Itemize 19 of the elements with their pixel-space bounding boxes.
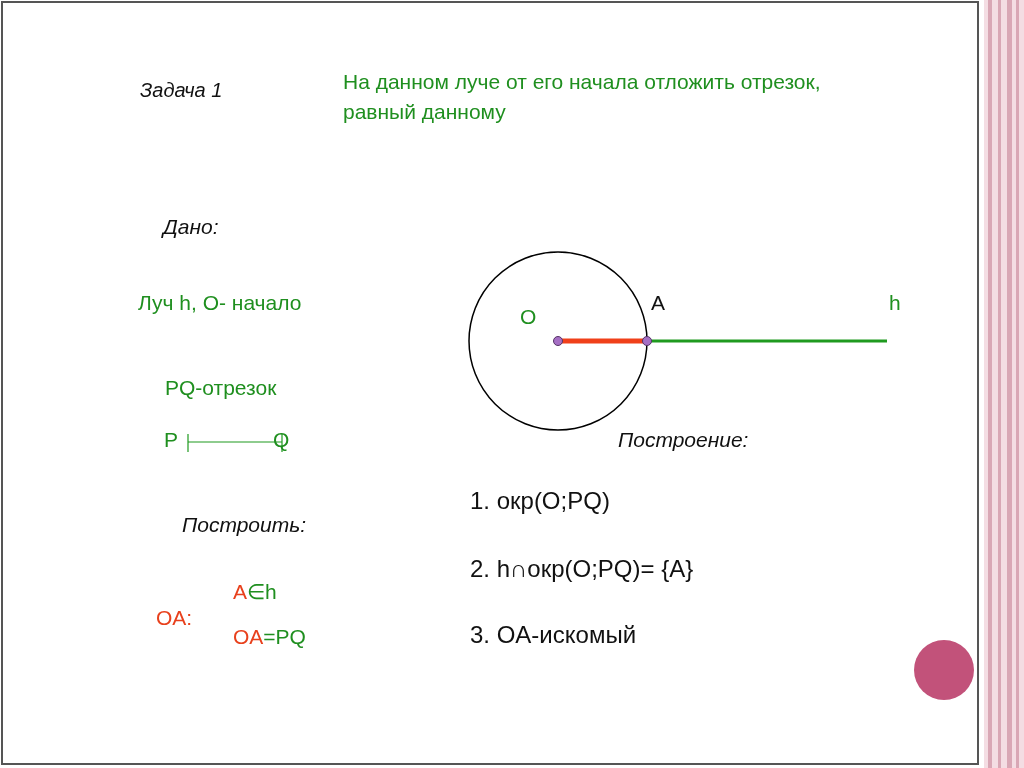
condition-text: =PQ xyxy=(263,625,306,648)
construction-step: 1. окр(O;PQ) xyxy=(470,487,610,516)
point-label: P xyxy=(164,427,178,453)
construction-step: 2. h∩окр(O;PQ)= {A} xyxy=(470,555,694,584)
construction-step: 3. OA-искомый xyxy=(470,621,637,650)
task-heading: Построить: xyxy=(182,512,307,538)
given-text: Луч h, O- начало xyxy=(138,290,302,316)
task-number: Задача 1 xyxy=(140,78,223,102)
given-heading: Дано: xyxy=(163,214,219,240)
construction-heading: Построение: xyxy=(618,427,749,453)
point-label: O xyxy=(520,304,537,330)
task-statement: На данном луче от его начала отложить отрезок, равный данному xyxy=(343,69,822,126)
condition-text: OA xyxy=(233,625,264,648)
segment-name: OA: xyxy=(156,605,193,631)
condition-text: ∈h xyxy=(247,580,277,603)
condition-text: A xyxy=(233,580,247,603)
given-text: PQ-отрезок xyxy=(165,375,277,401)
ray-label: h xyxy=(889,290,901,316)
point-label: A xyxy=(651,290,665,316)
